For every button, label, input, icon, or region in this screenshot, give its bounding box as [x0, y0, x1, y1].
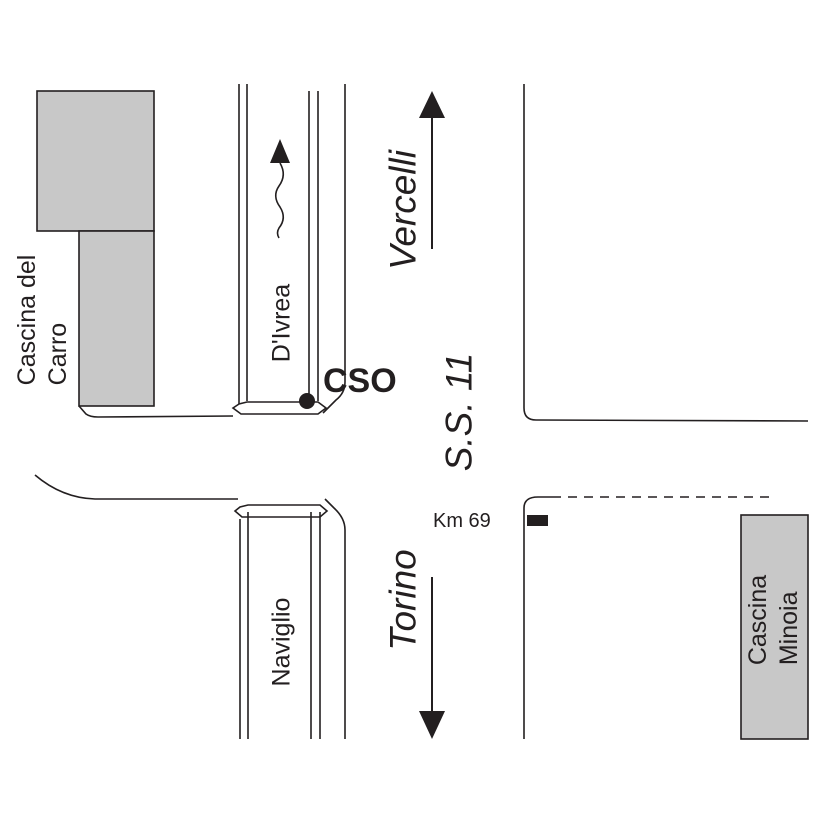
cascina-del-carro-label: Cascina del Carro: [12, 255, 75, 386]
cascina-del-carro-label-line1: Cascina del: [12, 254, 41, 386]
water-flow-arrow-icon: [270, 139, 290, 239]
kilometer-marker-label: Km 69: [433, 510, 491, 532]
road-edge-north-left: [78, 405, 234, 418]
canal-south-label: Naviglio: [267, 597, 296, 687]
road-east-edge-north: [523, 84, 809, 422]
canal-north-label: D'Ivrea: [267, 283, 296, 363]
north-arrow-icon: [419, 91, 445, 249]
road-east-edge-south: [523, 496, 552, 739]
cascina-del-carro-building-lower: [78, 230, 155, 407]
south-arrow-icon: [419, 577, 445, 739]
cascina-del-carro-label-line2: Carro: [44, 322, 72, 386]
direction-south-label: Torino: [382, 549, 424, 651]
site-dot-icon: [299, 393, 315, 409]
canal-south-east-bank: [324, 498, 346, 739]
cascina-minoia-building: [740, 514, 809, 740]
canal-north-sluice: [231, 401, 328, 415]
road-label: S.S. 11: [438, 352, 480, 472]
km-marker-icon: [527, 515, 548, 526]
cascina-minoia-label-line1: Cascina: [743, 574, 772, 666]
road-edge-south-left: [34, 474, 238, 500]
canal-south-sluice: [233, 504, 329, 518]
cascina-del-carro-building-upper: [36, 90, 155, 232]
canal-north-east-bank: [322, 84, 346, 414]
site-label: CSO: [323, 362, 397, 400]
cascina-minoia-label: Cascina Minoia: [743, 575, 806, 665]
direction-north-label: Vercelli: [382, 150, 424, 270]
cascina-minoia-label-line2: Minoia: [775, 591, 803, 666]
